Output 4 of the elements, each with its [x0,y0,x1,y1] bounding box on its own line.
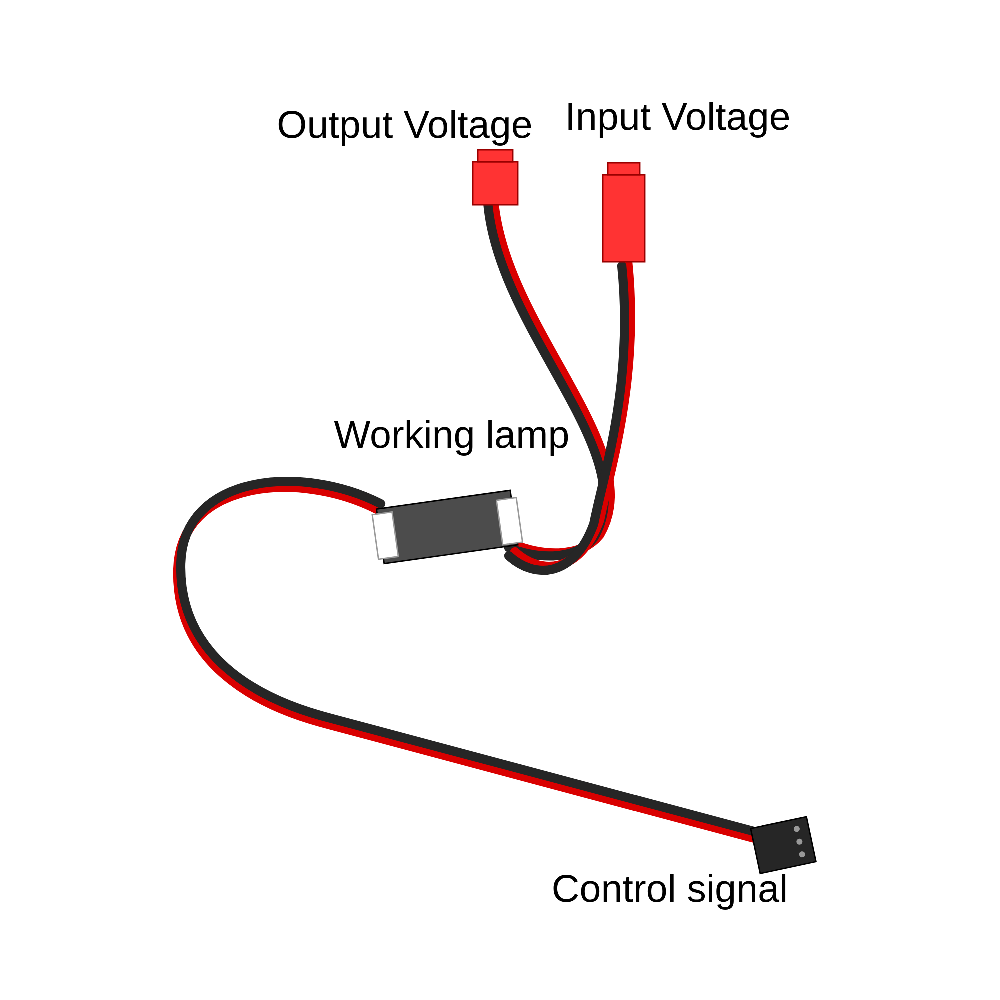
part-label: Working lamp [334,420,568,456]
part-label: Input Voltage [568,102,790,138]
part-label: Control signal [554,874,786,910]
part-label: Output Voltage [278,110,532,146]
